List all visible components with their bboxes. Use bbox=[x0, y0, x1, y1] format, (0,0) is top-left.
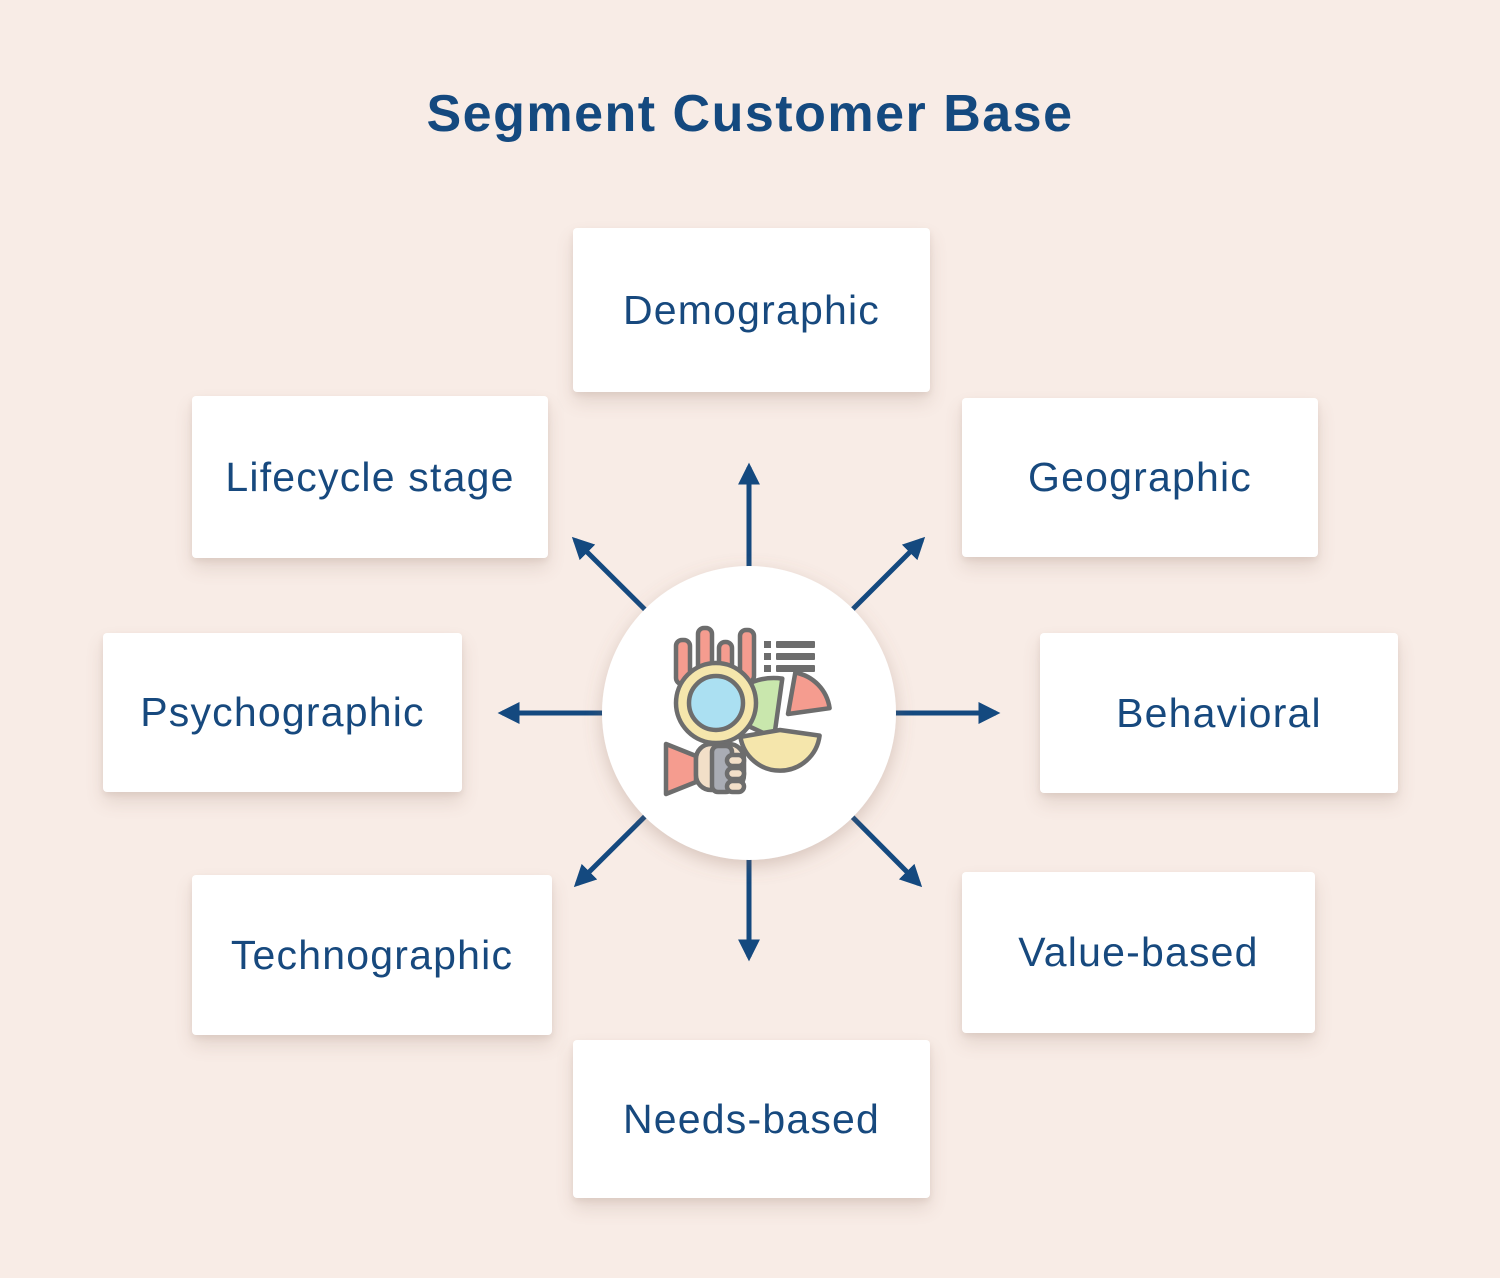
node-psychographic: Psychographic bbox=[103, 633, 462, 792]
node-needs-based: Needs-based bbox=[573, 1040, 930, 1198]
node-demographic: Demographic bbox=[573, 228, 930, 392]
node-label: Geographic bbox=[1028, 454, 1252, 500]
node-technographic: Technographic bbox=[192, 875, 552, 1035]
node-label: Needs-based bbox=[622, 1095, 881, 1142]
node-value-based: Value-based bbox=[962, 872, 1315, 1033]
page-title: Segment Customer Base bbox=[426, 85, 1074, 143]
magnifier-glyph bbox=[673, 660, 759, 746]
list-glyph bbox=[764, 641, 815, 672]
node-label: Psychographic bbox=[140, 689, 425, 735]
hand-glyph bbox=[663, 741, 747, 797]
node-geographic: Geographic bbox=[962, 398, 1318, 557]
node-label: Lifecycle stage bbox=[225, 453, 515, 500]
node-label: Value-based bbox=[1018, 929, 1259, 975]
market-research-icon bbox=[663, 625, 832, 797]
node-label: Technographic bbox=[230, 931, 514, 978]
node-lifecycle-stage: Lifecycle stage bbox=[192, 396, 548, 558]
node-behavioral: Behavioral bbox=[1040, 633, 1398, 793]
node-label: Demographic bbox=[622, 286, 881, 333]
node-label: Behavioral bbox=[1116, 689, 1322, 736]
